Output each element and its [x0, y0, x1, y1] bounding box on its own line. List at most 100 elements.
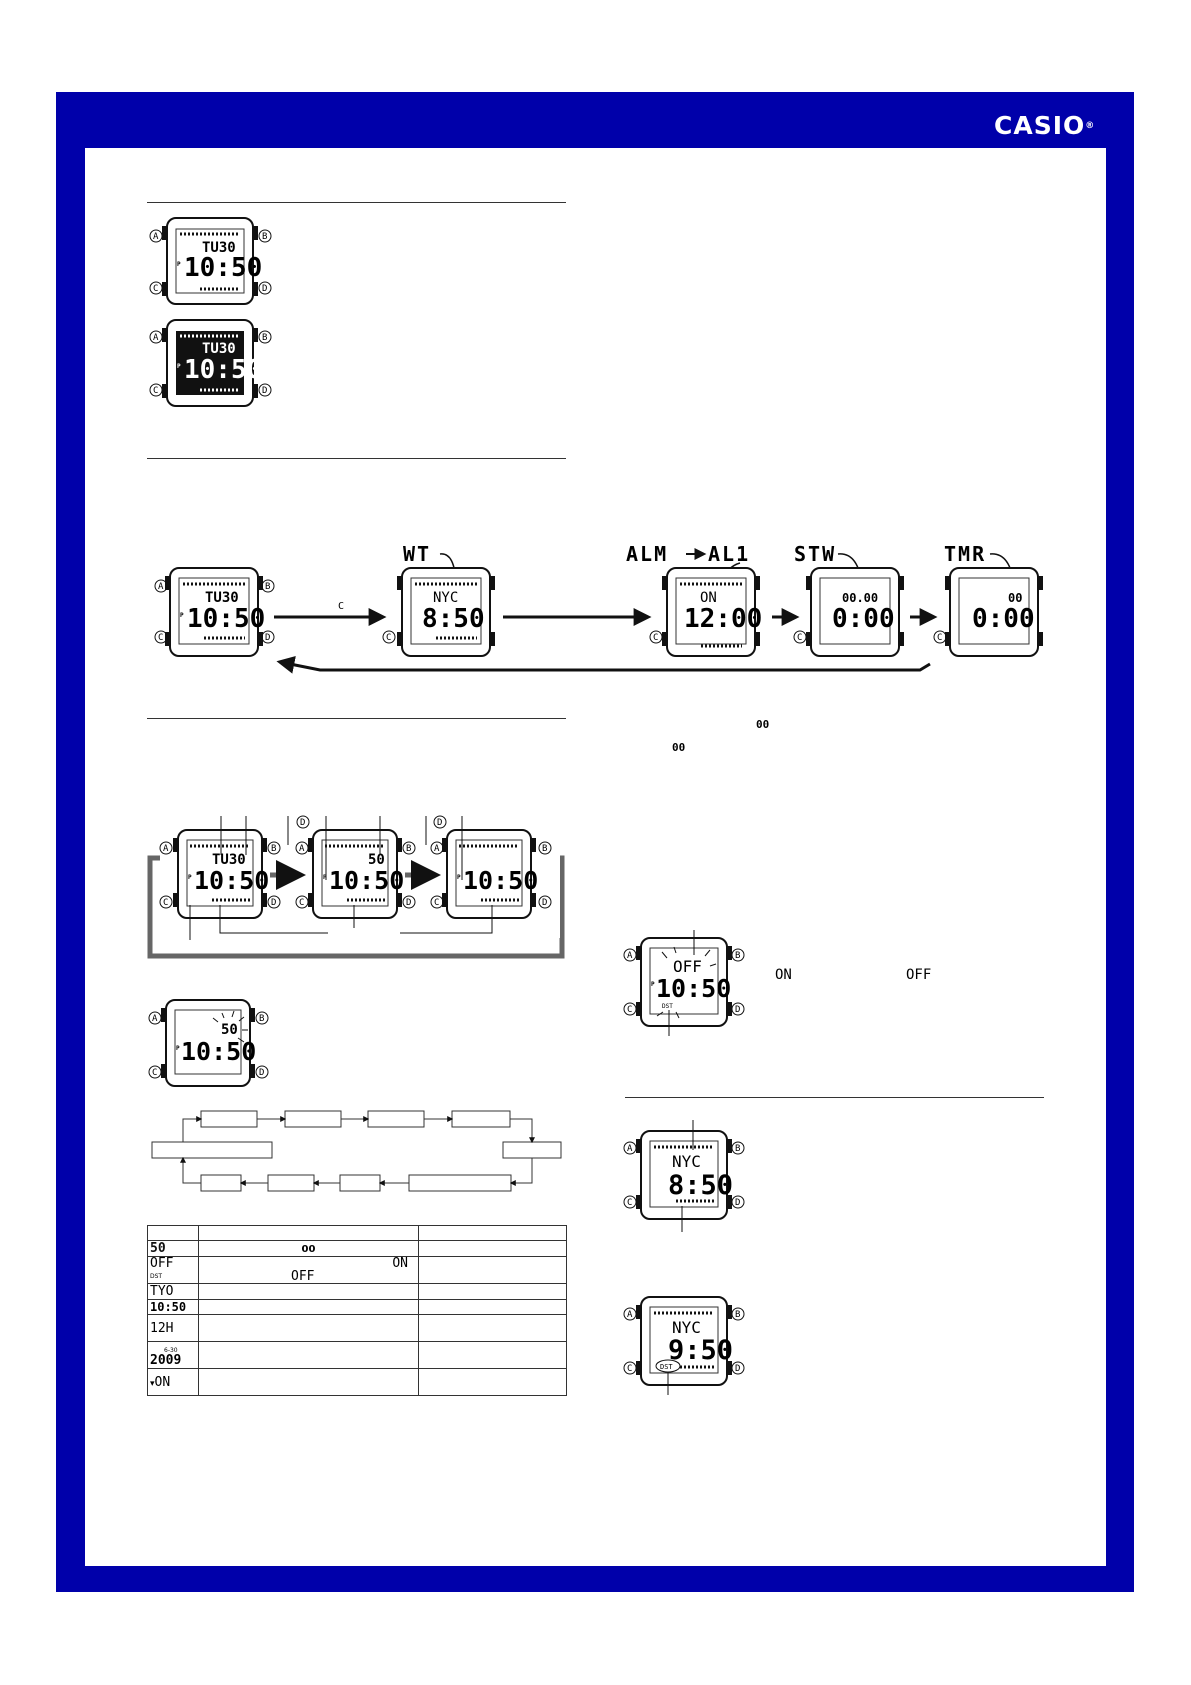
svg-text:ON: ON [775, 967, 792, 983]
svg-text:D: D [437, 818, 442, 828]
svg-text:B: B [735, 1310, 740, 1320]
svg-text:D: D [735, 1198, 740, 1208]
section-rule [147, 202, 566, 203]
svg-text:DST: DST [662, 1003, 673, 1010]
svg-text:C: C [797, 633, 802, 643]
mode-arrow-label: C [338, 601, 344, 612]
svg-text:0:00: 0:00 [972, 604, 1035, 634]
svg-text:A: A [434, 844, 440, 854]
svg-text:C: C [434, 898, 439, 908]
svg-text:12:00: 12:00 [684, 604, 762, 634]
svg-text:C: C [158, 633, 163, 643]
svg-text:A: A [627, 1144, 633, 1154]
setting-flow: TU30 10:50 P 50 10:50 P 10:50 P [147, 815, 565, 959]
watch-time-text: 10:50 [184, 355, 262, 385]
svg-text:9:50: 9:50 [668, 1335, 733, 1366]
watch-dst-setting: OFF 10:50 P DST A B C D ON OFF [623, 930, 931, 1036]
svg-text:A: A [153, 232, 159, 242]
svg-text:B: B [262, 232, 267, 242]
table-icon: 50 [150, 1241, 166, 1256]
svg-text:C: C [153, 284, 158, 294]
svg-text:TMR: TMR [944, 542, 986, 566]
svg-text:10:50: 10:50 [329, 866, 404, 895]
svg-text:10:50: 10:50 [463, 866, 538, 895]
watch-illustration-inverted: TU30 10:50 P [162, 319, 262, 407]
watch-illustration: TU30 10:50 P [162, 217, 262, 305]
svg-text:D: D [262, 386, 267, 396]
watch-time-text: 10:50 [184, 253, 262, 283]
svg-text:C: C [627, 1198, 632, 1208]
watch-set-seconds: 50 10:50 P A B C D [148, 999, 269, 1087]
svg-text:A: A [152, 1014, 158, 1024]
svg-text:D: D [406, 898, 411, 908]
svg-text:AL1: AL1 [708, 542, 750, 566]
svg-text:ON: ON [700, 590, 717, 606]
svg-text:A: A [158, 582, 164, 592]
svg-text:P: P [323, 874, 327, 881]
svg-text:00: 00 [1008, 591, 1022, 605]
mode-screen-alarm: ALM AL1 ON 12:00 [626, 542, 762, 657]
mode-return-arrow [276, 655, 931, 674]
watch-pm-indicator: P [177, 363, 181, 370]
watch-pm-indicator: P [177, 261, 181, 268]
svg-text:ALM: ALM [626, 542, 668, 566]
svg-text:0:00: 0:00 [832, 604, 895, 634]
brand-logo: CASIO® [994, 111, 1096, 140]
svg-text:DST: DST [660, 1363, 673, 1371]
svg-text:P: P [180, 612, 184, 619]
svg-text:8:50: 8:50 [668, 1170, 733, 1201]
svg-text:C: C [163, 898, 168, 908]
svg-text:A: A [163, 844, 169, 854]
svg-text:B: B [265, 582, 270, 592]
section-rule [147, 458, 566, 459]
svg-text:A: A [627, 1310, 633, 1320]
section-rule [625, 1097, 1044, 1098]
svg-text:C: C [299, 898, 304, 908]
svg-text:OFF: OFF [673, 957, 702, 976]
svg-text:10:50: 10:50 [181, 1037, 256, 1066]
inline-glyph: 00 [672, 741, 685, 754]
mode-flow: TU30 10:50 P C WT NYC 8:50 ALM AL1 [165, 542, 1043, 674]
watch-top-text: TU30 [202, 341, 236, 357]
mode-screen-stopwatch: STW 00.00 0:00 [794, 542, 904, 657]
svg-text:P: P [651, 981, 655, 988]
svg-text:WT: WT [403, 542, 431, 566]
svg-text:C: C [152, 1068, 157, 1078]
svg-text:B: B [542, 844, 547, 854]
svg-text:D: D [262, 284, 267, 294]
svg-text:00.00: 00.00 [842, 591, 878, 605]
svg-text:C: C [937, 633, 942, 643]
svg-text:50: 50 [368, 852, 385, 868]
svg-text:A: A [299, 844, 305, 854]
svg-text:C: C [153, 386, 158, 396]
svg-text:8:50: 8:50 [422, 604, 485, 634]
svg-text:B: B [262, 333, 267, 343]
svg-text:B: B [406, 844, 411, 854]
svg-text:P: P [188, 874, 192, 881]
mode-screen-world-time: WT NYC 8:50 [397, 542, 495, 657]
svg-text:C: C [627, 1005, 632, 1015]
svg-text:TU30: TU30 [212, 852, 246, 868]
svg-text:D: D [300, 818, 305, 828]
mode-screen-timer: TMR 00 0:00 [944, 542, 1043, 657]
watch-top-text: TU30 [202, 240, 236, 256]
svg-text:STW: STW [794, 542, 836, 566]
svg-text:C: C [653, 633, 658, 643]
section-rule [147, 718, 566, 719]
svg-text:P: P [176, 1045, 180, 1052]
svg-text:C: C [386, 633, 391, 643]
svg-text:D: D [259, 1068, 264, 1078]
svg-text:NYC: NYC [672, 1152, 701, 1171]
svg-text:A: A [627, 951, 633, 961]
svg-text:B: B [735, 1144, 740, 1154]
mode-screen-timekeeping: TU30 10:50 P [165, 567, 265, 657]
svg-text:50: 50 [221, 1022, 238, 1038]
watch-world-time-dst: NYC 9:50 DST A B C D [623, 1296, 745, 1395]
svg-text:NYC: NYC [433, 590, 458, 606]
svg-text:C: C [627, 1364, 632, 1374]
svg-text:TU30: TU30 [205, 590, 239, 606]
svg-text:D: D [265, 633, 270, 643]
svg-text:B: B [259, 1014, 264, 1024]
